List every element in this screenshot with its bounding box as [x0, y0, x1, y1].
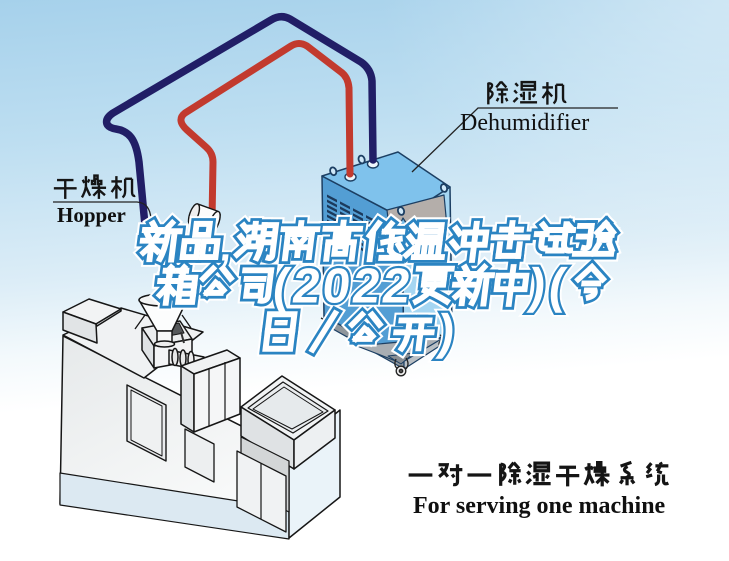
svg-text:Hopper: Hopper — [57, 203, 126, 227]
svg-text:Dehumidifier: Dehumidifier — [460, 110, 589, 136]
svg-text:For serving one machine: For serving one machine — [413, 493, 666, 519]
